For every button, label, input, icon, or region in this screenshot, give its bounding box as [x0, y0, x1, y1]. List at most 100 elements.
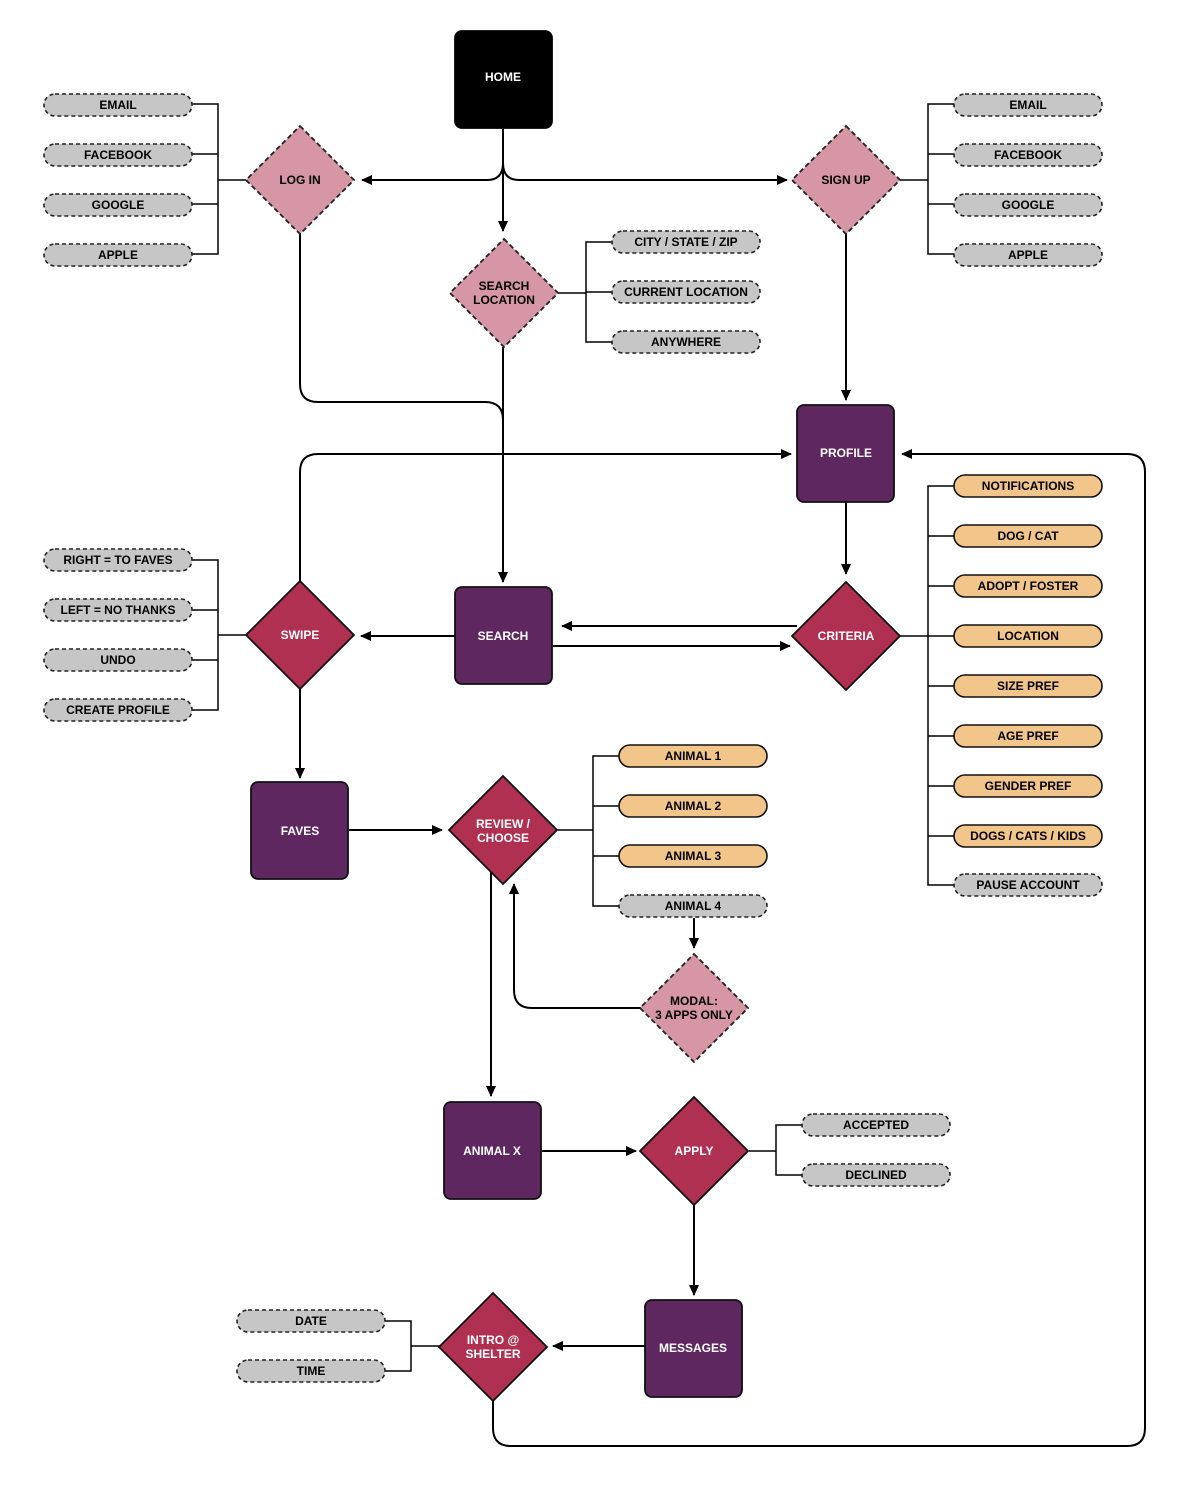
option-pill[interactable]: EMAIL	[953, 93, 1103, 117]
option-pill[interactable]: PAUSE ACCOUNT	[953, 873, 1103, 897]
option-label: GOOGLE	[92, 198, 145, 212]
apply-decision[interactable]: APPLY	[638, 1095, 750, 1207]
login-label: LOG IN	[279, 173, 320, 187]
option-label: EMAIL	[1009, 98, 1046, 112]
option-pill[interactable]: FACEBOOK	[43, 143, 193, 167]
modal-decision[interactable]: MODAL: 3 APPS ONLY	[638, 952, 750, 1064]
connectors	[192, 103, 1146, 1447]
search-location-label-line2: LOCATION	[473, 293, 535, 307]
signup-decision[interactable]: SIGN UP	[790, 124, 902, 236]
option-label: DOG / CAT	[997, 529, 1059, 543]
option-label: UNDO	[100, 653, 135, 667]
option-label: LEFT = NO THANKS	[60, 603, 175, 617]
search-label: SEARCH	[478, 629, 529, 643]
option-pill[interactable]: ANIMAL 1	[618, 744, 768, 768]
option-label: ANIMAL 2	[665, 799, 722, 813]
swipe-label: SWIPE	[281, 628, 320, 642]
profile-label: PROFILE	[820, 446, 872, 460]
option-pill[interactable]: CITY / STATE / ZIP	[611, 230, 761, 254]
intro-label-line1: INTRO @	[467, 1333, 519, 1347]
option-label: FACEBOOK	[994, 148, 1062, 162]
option-label: DOGS / CATS / KIDS	[970, 829, 1086, 843]
option-pill[interactable]: ADOPT / FOSTER	[953, 574, 1103, 598]
option-pill[interactable]: CURRENT LOCATION	[611, 280, 761, 304]
option-label: ANIMAL 4	[665, 899, 722, 913]
animal-x-label: ANIMAL X	[463, 1144, 521, 1158]
option-pill[interactable]: NOTIFICATIONS	[953, 474, 1103, 498]
modal-label-line2: 3 APPS ONLY	[655, 1008, 733, 1022]
review-label-line2: CHOOSE	[477, 831, 529, 845]
profile-node[interactable]: PROFILE	[796, 404, 895, 503]
login-options: EMAIL FACEBOOK GOOGLE APPLE	[43, 93, 193, 267]
option-pill[interactable]: LOCATION	[953, 624, 1103, 648]
option-pill[interactable]: EMAIL	[43, 93, 193, 117]
option-pill[interactable]: SIZE PREF	[953, 674, 1103, 698]
search-node[interactable]: SEARCH	[454, 586, 553, 685]
option-label: APPLE	[98, 248, 138, 262]
option-label: CREATE PROFILE	[66, 703, 170, 717]
option-pill[interactable]: ANYWHERE	[611, 330, 761, 354]
review-choose-decision[interactable]: REVIEW / CHOOSE	[447, 774, 559, 886]
option-label: TIME	[297, 1364, 326, 1378]
option-label: PAUSE ACCOUNT	[976, 878, 1080, 892]
criteria-decision[interactable]: CRITERIA	[790, 580, 902, 692]
option-label: GOOGLE	[1002, 198, 1055, 212]
option-label: ACCEPTED	[843, 1118, 909, 1132]
option-label: FACEBOOK	[84, 148, 152, 162]
option-pill[interactable]: UNDO	[43, 648, 193, 672]
option-pill[interactable]: AGE PREF	[953, 724, 1103, 748]
option-pill[interactable]: TIME	[236, 1359, 386, 1383]
option-pill[interactable]: DOGS / CATS / KIDS	[953, 824, 1103, 848]
option-label: CURRENT LOCATION	[624, 285, 748, 299]
signup-options: EMAIL FACEBOOK GOOGLE APPLE	[953, 93, 1103, 267]
option-pill[interactable]: ANIMAL 3	[618, 844, 768, 868]
intro-shelter-decision[interactable]: INTRO @ SHELTER	[437, 1291, 549, 1403]
option-pill[interactable]: GOOGLE	[953, 193, 1103, 217]
review-label-line1: REVIEW /	[476, 817, 531, 831]
option-label: GENDER PREF	[985, 779, 1072, 793]
signup-label: SIGN UP	[821, 173, 870, 187]
option-pill[interactable]: DECLINED	[801, 1163, 951, 1187]
animal-x-node[interactable]: ANIMAL X	[443, 1101, 542, 1200]
option-label: RIGHT = TO FAVES	[63, 553, 172, 567]
apply-options: ACCEPTED DECLINED	[801, 1113, 951, 1187]
option-pill[interactable]: GENDER PREF	[953, 774, 1103, 798]
option-pill[interactable]: FACEBOOK	[953, 143, 1103, 167]
option-pill[interactable]: ACCEPTED	[801, 1113, 951, 1137]
location-options: CITY / STATE / ZIP CURRENT LOCATION ANYW…	[611, 230, 761, 354]
home-node[interactable]: HOME	[454, 30, 553, 129]
login-decision[interactable]: LOG IN	[244, 124, 356, 236]
apply-label: APPLY	[675, 1144, 714, 1158]
swipe-decision[interactable]: SWIPE	[244, 579, 356, 691]
option-pill[interactable]: DATE	[236, 1309, 386, 1333]
criteria-options: NOTIFICATIONS DOG / CAT ADOPT / FOSTER L…	[953, 474, 1103, 897]
option-label: CITY / STATE / ZIP	[634, 235, 737, 249]
search-location-decision[interactable]: SEARCH LOCATION	[448, 237, 560, 349]
option-pill[interactable]: APPLE	[43, 243, 193, 267]
option-pill[interactable]: ANIMAL 4	[618, 894, 768, 918]
option-label: EMAIL	[99, 98, 136, 112]
option-label: ADOPT / FOSTER	[978, 579, 1079, 593]
faves-label: FAVES	[281, 824, 319, 838]
modal-label-line1: MODAL:	[670, 994, 718, 1008]
option-label: NOTIFICATIONS	[982, 479, 1074, 493]
option-label: AGE PREF	[997, 729, 1058, 743]
intro-label-line2: SHELTER	[465, 1347, 520, 1361]
option-label: ANIMAL 1	[665, 749, 722, 763]
option-pill[interactable]: CREATE PROFILE	[43, 698, 193, 722]
option-pill[interactable]: LEFT = NO THANKS	[43, 598, 193, 622]
messages-node[interactable]: MESSAGES	[644, 1299, 743, 1398]
faves-node[interactable]: FAVES	[250, 781, 349, 880]
option-label: DECLINED	[845, 1168, 907, 1182]
option-pill[interactable]: APPLE	[953, 243, 1103, 267]
criteria-label: CRITERIA	[818, 629, 875, 643]
swipe-options: RIGHT = TO FAVES LEFT = NO THANKS UNDO C…	[43, 548, 193, 722]
option-pill[interactable]: GOOGLE	[43, 193, 193, 217]
option-label: ANIMAL 3	[665, 849, 722, 863]
option-pill[interactable]: RIGHT = TO FAVES	[43, 548, 193, 572]
option-pill[interactable]: DOG / CAT	[953, 524, 1103, 548]
option-label: ANYWHERE	[651, 335, 721, 349]
option-pill[interactable]: ANIMAL 2	[618, 794, 768, 818]
animal-options: ANIMAL 1 ANIMAL 2 ANIMAL 3 ANIMAL 4	[618, 744, 768, 918]
